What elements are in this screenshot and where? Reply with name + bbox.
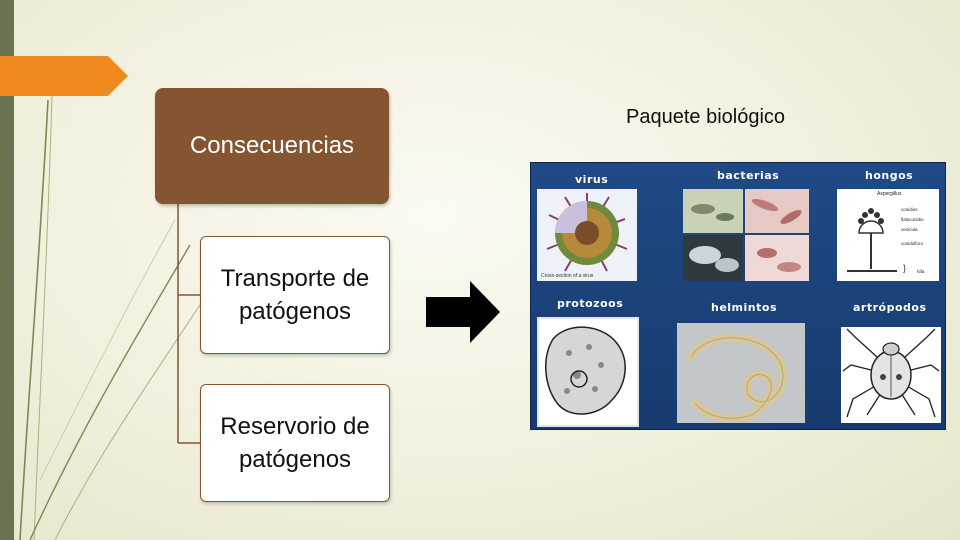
- sidebar-stripe: [0, 0, 14, 540]
- fungus-diagram: } Aspergillus conidios fialoconidio vesí…: [837, 189, 939, 281]
- virus-caption: Cross-section of a virus: [541, 273, 594, 279]
- fungus-label-vesicula: vesícula: [901, 227, 918, 232]
- bacteria-image: [683, 189, 809, 281]
- label-hongos: hongos: [865, 169, 914, 182]
- protozoa-image: [537, 317, 639, 427]
- arthropod-image: [841, 327, 941, 423]
- right-arrow-icon: [426, 281, 500, 343]
- child-node-transporte: Transporte de patógenos: [200, 236, 390, 354]
- child-node-reservorio: Reservorio de patógenos: [200, 384, 390, 502]
- caption-paquete-biologico: Paquete biológico: [626, 106, 786, 128]
- label-artropodos: artrópodos: [853, 301, 927, 314]
- orange-accent-tab: [0, 56, 128, 96]
- virus-image: Cross-section of a virus: [537, 189, 637, 281]
- label-virus: virus: [575, 173, 609, 186]
- fungus-label-hifa: hifa: [917, 269, 925, 274]
- biological-agents-collage: virus bacterias hongos protozoos helmint…: [530, 162, 946, 430]
- fungus-title: Aspergillus: [877, 191, 902, 197]
- fungus-label-fialoconidio: fialoconidio: [901, 217, 924, 222]
- fungus-label-conidios: conidios: [901, 207, 918, 212]
- fungus-label-conidioforo: conidióforo: [901, 241, 924, 246]
- label-bacterias: bacterias: [717, 169, 780, 182]
- label-helmintos: helmintos: [711, 301, 777, 314]
- root-node-consecuencias: Consecuencias: [155, 88, 389, 204]
- svg-text:}: }: [903, 263, 906, 273]
- root-node-label: Consecuencias: [189, 132, 355, 159]
- label-protozoos: protozoos: [557, 297, 624, 310]
- child-node-label: Reservorio de patógenos: [220, 413, 370, 473]
- child-node-label: Transporte de patógenos: [220, 265, 370, 325]
- helminth-image: [677, 323, 805, 423]
